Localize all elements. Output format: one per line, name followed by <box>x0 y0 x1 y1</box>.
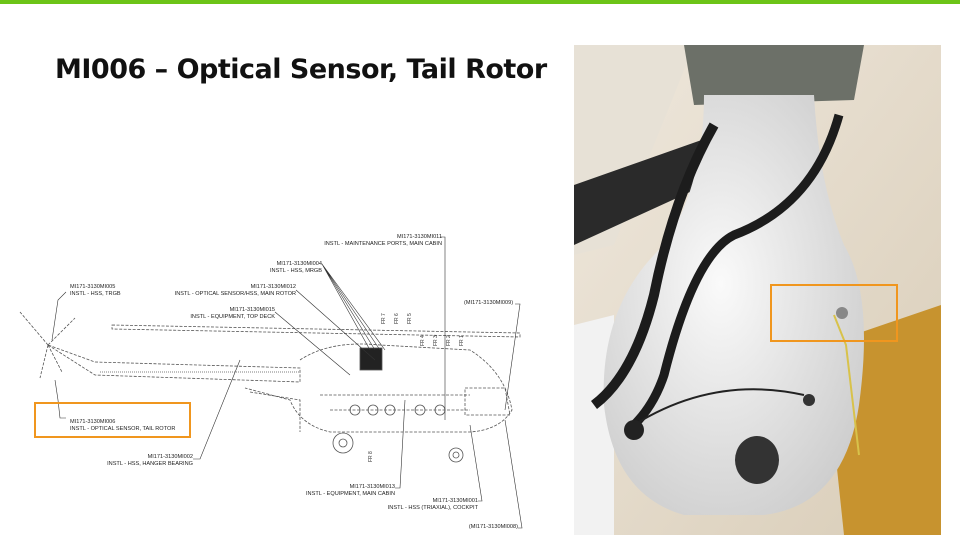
frame-label: FR 7 <box>381 313 387 324</box>
accent-bar <box>0 0 960 4</box>
callout-desc: INSTL - HSS (TRIAXIAL), COCKPIT <box>387 505 478 511</box>
callout-id: MI171-3130MI012 <box>250 284 296 290</box>
callout-id: MI171-3130MI011 <box>397 234 442 240</box>
callout-desc: INSTL - HSS, MRGB <box>269 268 322 274</box>
frame-label: FR 5 <box>407 313 413 324</box>
callout-desc: INSTL - EQUIPMENT, TOP DECK <box>190 314 275 320</box>
frame-label: FR 1 <box>459 335 465 346</box>
frame-label: FR 4 <box>420 335 426 346</box>
slide-title: MI006 – Optical Sensor, Tail Rotor <box>55 54 547 85</box>
sensor-highlight-box <box>770 284 898 342</box>
callout-id: MI171-3130MI015 <box>229 307 275 313</box>
callout-id: MI171-3130MI001 <box>432 498 478 504</box>
callout-id: MI171-3130MI004 <box>276 261 322 267</box>
callout-desc: INSTL - EQUIPMENT, MAIN CABIN <box>306 491 395 497</box>
callout-id: (MI171-3130MI009) <box>464 300 514 306</box>
callout-desc: INSTL - MAINTENANCE PORTS, MAIN CABIN <box>324 241 442 247</box>
callout-desc: INSTL - HSS, TRGB <box>70 291 121 297</box>
frame-label: FR 6 <box>394 313 400 324</box>
callout-id: (MI171-3130MI008) <box>468 524 518 530</box>
callout-desc: INSTL - HSS, HANGER BEARING <box>107 461 193 467</box>
callout-id: MI171-3130MI013 <box>349 484 395 490</box>
helicopter-drawing <box>19 236 523 529</box>
frame-label: FR 3 <box>433 335 439 346</box>
mi006-highlight-box <box>34 402 191 438</box>
callout-mi008: (MI171-3130MI008) <box>469 524 518 531</box>
callout-id: MI171-3130MI002 <box>147 454 193 460</box>
callout-id: MI171-3130MI005 <box>70 284 116 290</box>
gearbox-photo-illustration <box>574 45 941 535</box>
frame-label: FR 8 <box>368 451 374 462</box>
callout-mi009: (MI171-3130MI009) <box>464 300 513 307</box>
callout-id: MI171-3130MI006 <box>70 419 116 425</box>
callout-desc: INSTL - OPTICAL SENSOR, TAIL ROTOR <box>70 426 176 432</box>
frame-label: FR 2 <box>446 335 452 346</box>
tail-rotor-gearbox-photo <box>574 45 941 535</box>
callout-desc: INSTL - OPTICAL SENSOR/HSS, MAIN ROTOR <box>174 291 296 297</box>
